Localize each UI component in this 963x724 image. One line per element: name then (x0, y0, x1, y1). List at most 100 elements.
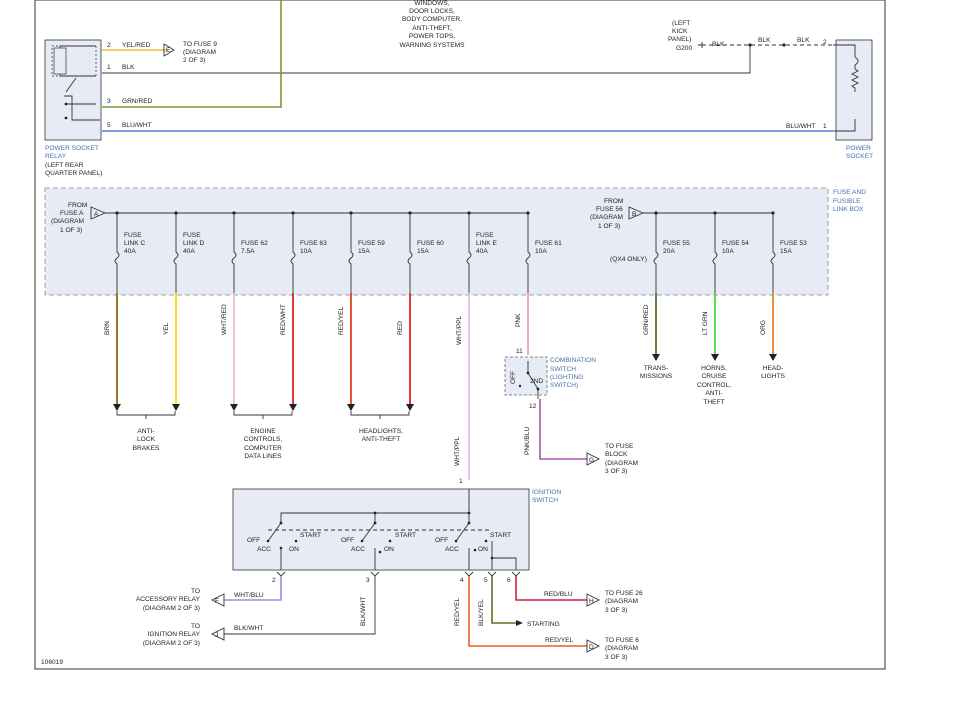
svg-text:(DIAGRAM: (DIAGRAM (605, 460, 638, 467)
svg-text:BLK/WHT: BLK/WHT (234, 625, 263, 632)
svg-text:LOCK: LOCK (137, 436, 156, 443)
relay-location: (LEFT REAR (45, 162, 84, 169)
svg-text:ANTI-THEFT: ANTI-THEFT (362, 436, 400, 443)
svg-text:BLU/WHT: BLU/WHT (786, 123, 816, 130)
svg-text:WARNING SYSTEMS: WARNING SYSTEMS (400, 42, 466, 49)
svg-text:WINDOWS,: WINDOWS, (414, 0, 449, 7)
wire-label: WHT/PPL (456, 315, 463, 345)
svg-text:OFF: OFF (247, 537, 260, 544)
fuse-symbol (466, 213, 472, 293)
svg-text:3 OF 3): 3 OF 3) (605, 607, 627, 614)
svg-text:OFF: OFF (341, 537, 354, 544)
connector-f (210, 593, 225, 607)
wire-grn-red (102, 0, 282, 108)
ignition-positions: OFF ACC ON START OFF ACC ON START OFF AC… (247, 532, 511, 553)
wire-label: YEL (163, 322, 170, 335)
svg-text:PANEL): PANEL) (668, 36, 691, 43)
connector-j (210, 627, 225, 641)
to-fuse9-label: TO FUSE 9 (183, 41, 217, 48)
svg-text:START: START (395, 532, 416, 539)
ignition-switch (232, 488, 530, 571)
trans-label: TRANS- MISSIONS (640, 365, 673, 380)
fuse-symbol (407, 213, 413, 293)
fuse-symbol (653, 213, 659, 293)
fuse-symbol (114, 213, 120, 293)
svg-text:LINK BOX: LINK BOX (833, 206, 864, 213)
fuse-symbol (231, 213, 237, 293)
head-lights-label: HEAD- LIGHTS (761, 365, 785, 380)
svg-text:HEADLIGHTS,: HEADLIGHTS, (359, 428, 403, 435)
arrow (711, 354, 719, 361)
svg-text:GRN/RED: GRN/RED (122, 98, 153, 105)
svg-text:BLK/WHT: BLK/WHT (360, 597, 367, 626)
svg-text:TO FUSE: TO FUSE (605, 443, 634, 450)
fuse-name: FUSE 54 (722, 240, 749, 247)
svg-text:BODY COMPUTER,: BODY COMPUTER, (402, 16, 462, 23)
svg-text:1 OF 3): 1 OF 3) (598, 223, 620, 230)
svg-text:1 OF 3): 1 OF 3) (60, 227, 82, 234)
arrow (289, 404, 297, 411)
headlights-label: HEADLIGHTS, ANTI-THEFT (359, 428, 403, 443)
svg-text:OFF: OFF (510, 371, 517, 384)
svg-text:(DIAGRAM: (DIAGRAM (605, 645, 638, 652)
wire-label: PNK (515, 313, 522, 327)
fuse-name: FUSE (183, 232, 201, 239)
ignition-label: IGNITION (532, 489, 562, 496)
svg-text:BLK/YEL: BLK/YEL (478, 599, 485, 626)
fuse-symbol (173, 213, 179, 293)
fuse-link-box (44, 187, 829, 296)
svg-text:DOOR LOCKS,: DOOR LOCKS, (409, 8, 455, 15)
svg-text:TRANS-: TRANS- (644, 365, 669, 372)
connector-d (586, 639, 601, 653)
fuse-symbol (348, 213, 354, 293)
svg-text:COMPUTER: COMPUTER (244, 445, 282, 452)
svg-text:KICK: KICK (672, 28, 688, 35)
wire-red-blu (515, 576, 587, 601)
svg-text:FUSE 56: FUSE 56 (596, 206, 623, 213)
svg-text:RED/YEL: RED/YEL (545, 637, 574, 644)
svg-text:ANTI-: ANTI- (137, 428, 154, 435)
svg-text:3: 3 (366, 577, 370, 584)
svg-text:(DIAGRAM 2 OF 3): (DIAGRAM 2 OF 3) (143, 605, 200, 612)
horns-label: HORNS, CRUISE CONTROL, ANTI- THEFT (697, 365, 731, 406)
fuse-symbol (525, 213, 531, 293)
to-fuse-6-label: TO FUSE 6 (DIAGRAM 3 OF 3) (605, 637, 639, 661)
svg-text:G: G (589, 457, 594, 464)
feed-b: FROM FUSE 56 (DIAGRAM 1 OF 3) B (590, 198, 773, 230)
fuse-rating: 15A (358, 248, 370, 255)
arrow (113, 404, 121, 411)
svg-text:12: 12 (529, 403, 537, 410)
connector-g (586, 452, 601, 466)
svg-text:SWITCH: SWITCH (550, 366, 576, 373)
fuse-rating: 40A (183, 248, 195, 255)
fuse-name: FUSE 59 (358, 240, 385, 247)
svg-text:A: A (94, 211, 99, 218)
fuse-rating: 20A (663, 248, 675, 255)
svg-text:PNK/BLU: PNK/BLU (524, 427, 531, 455)
combination-switch: 11 12 OFF 2ND (504, 348, 548, 410)
svg-text:ACC: ACC (257, 546, 271, 553)
svg-text:FROM: FROM (604, 198, 623, 205)
svg-text:POWER TOPS,: POWER TOPS, (409, 33, 455, 40)
svg-text:THEFT: THEFT (703, 399, 724, 406)
fuse-rating: 10A (300, 248, 312, 255)
svg-text:TO: TO (191, 588, 200, 595)
svg-text:BLK: BLK (122, 64, 135, 71)
svg-text:(DIAGRAM: (DIAGRAM (51, 218, 84, 225)
svg-text:BLOCK: BLOCK (605, 451, 628, 458)
to-accessory-relay-label: TO ACCESSORY RELAY (DIAGRAM 2 OF 3) (136, 588, 201, 612)
svg-text:LIGHTS: LIGHTS (761, 373, 785, 380)
fuse-name: FUSE 60 (417, 240, 444, 247)
ground-g200: (LEFT KICK PANEL) G200 BLK BLK BLK (668, 20, 833, 52)
fuse-name: LINK C (124, 240, 145, 247)
svg-text:RELAY: RELAY (45, 153, 67, 160)
arrow (652, 354, 660, 361)
power-socket: 2 1 BLU/WHT (786, 39, 873, 141)
svg-text:ON: ON (478, 546, 488, 553)
svg-text:TO FUSE 26: TO FUSE 26 (605, 590, 643, 597)
fuse-symbol (712, 213, 718, 293)
svg-text:ON: ON (289, 546, 299, 553)
wire-label: BRN (104, 321, 111, 335)
to-fuse-26-label: TO FUSE 26 (DIAGRAM 3 OF 3) (605, 590, 643, 614)
